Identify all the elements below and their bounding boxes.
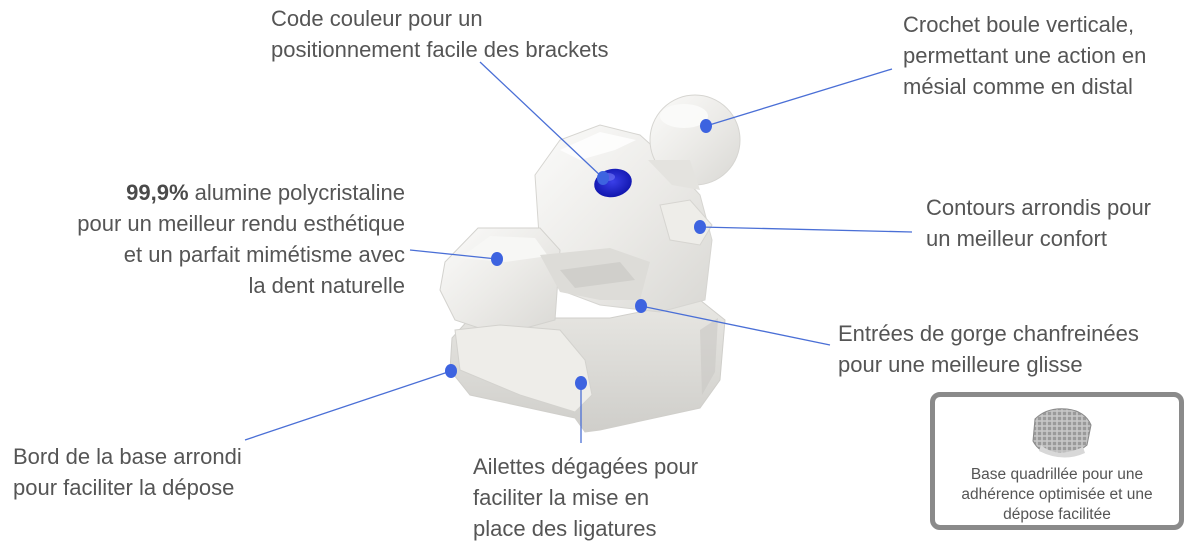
- leader-alumina: [409, 249, 498, 260]
- mesh-base-illustration: [1032, 408, 1092, 458]
- leader-color-code: [479, 61, 604, 179]
- dot-base-edge: [445, 364, 457, 378]
- dot-alumina: [491, 252, 503, 266]
- leader-hook: [705, 68, 893, 127]
- leader-base-edge: [244, 370, 452, 441]
- inset-caption: Base quadrillée pour une adhérence optim…: [961, 466, 1153, 523]
- leader-slot: [640, 305, 831, 346]
- mesh-base-inset: Base quadrillée pour une adhérence optim…: [930, 392, 1184, 530]
- leader-contours: [699, 226, 913, 233]
- callout-wings: Ailettes dégagées pour faciliter la mise…: [473, 454, 699, 541]
- dot-color-code: [597, 171, 609, 185]
- callout-slot: Entrées de gorge chanfreinées pour une m…: [838, 321, 1139, 377]
- dot-hook: [700, 119, 712, 133]
- dot-wings: [575, 376, 587, 390]
- dot-contours: [694, 220, 706, 234]
- dot-slot: [635, 299, 647, 313]
- callout-base-edge: Bord de la base arrondi pour faciliter l…: [13, 444, 242, 500]
- callout-hook: Crochet boule verticale, permettant une …: [903, 12, 1147, 99]
- callout-contours: Contours arrondis pour un meilleur confo…: [926, 195, 1152, 251]
- callout-color-code: Code couleur pour un positionnement faci…: [271, 6, 609, 62]
- alumina-percentage: 99,9%: [126, 180, 189, 205]
- bracket-illustration: [439, 94, 741, 433]
- callout-alumina: 99,9% alumine polycristaline pour un mei…: [77, 180, 405, 298]
